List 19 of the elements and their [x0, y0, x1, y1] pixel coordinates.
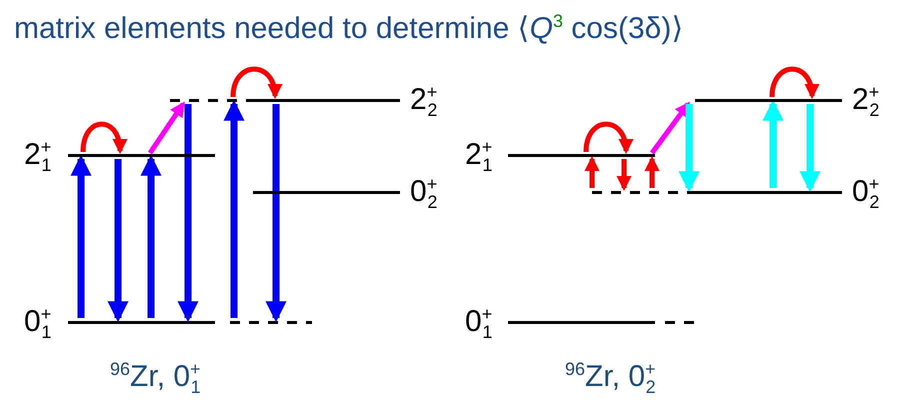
transition-arrow	[224, 100, 244, 318]
transition-arrow	[644, 156, 660, 188]
transition-arrow	[616, 159, 632, 191]
transition-arrow	[70, 154, 92, 318]
transition-arrow	[140, 154, 162, 318]
curved-arrow	[770, 66, 818, 99]
transition-arrow	[178, 104, 198, 322]
transition-arrow	[148, 102, 186, 154]
curved-arrow	[584, 122, 632, 154]
transition-arrow	[800, 104, 820, 192]
curved-arrow	[80, 122, 126, 154]
transition-arrow	[266, 104, 286, 322]
transition-arrow	[584, 156, 600, 188]
transition-arrow	[678, 104, 700, 192]
curved-arrow	[230, 66, 282, 99]
transition-arrow	[762, 100, 784, 188]
title: matrix elements needed to determine ⟨Q$^{3}$ cos(3δ)⟩	[14, 10, 684, 46]
transition-arrow	[650, 102, 690, 154]
transition-arrow	[108, 159, 128, 322]
